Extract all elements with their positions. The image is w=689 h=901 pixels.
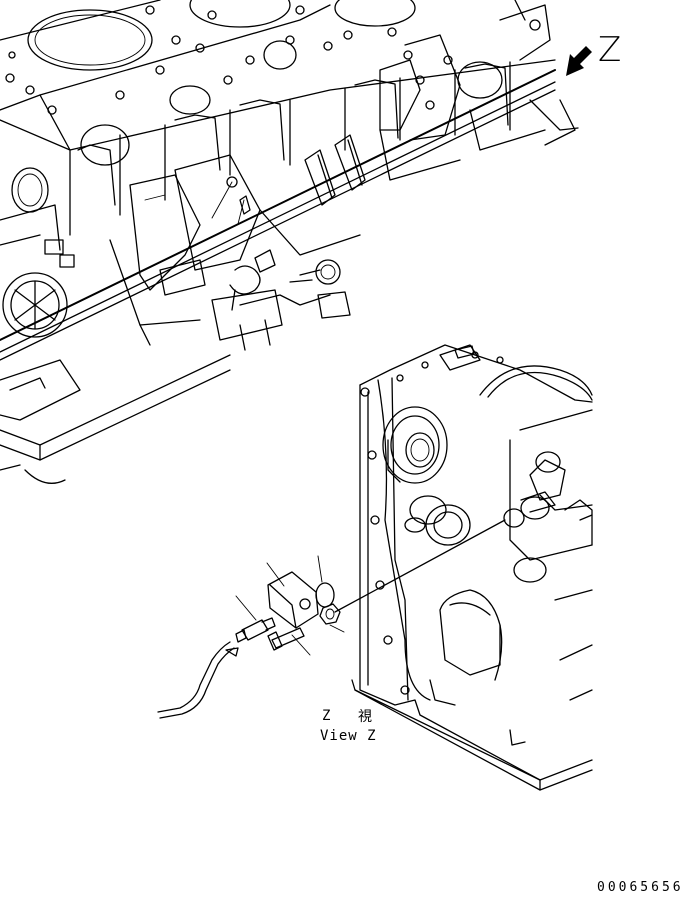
exploded-parts (157, 181, 506, 719)
direction-arrow-icon (566, 46, 592, 76)
view-direction-label: Z (598, 30, 622, 70)
view-caption-english: View Z (320, 728, 377, 744)
view-caption-letter: Z (322, 708, 331, 724)
assembly-centerline (334, 519, 506, 613)
view-caption-kanji: 視 (358, 709, 372, 725)
o-ring-part (315, 582, 335, 608)
figure-number: 00065656 (597, 880, 684, 895)
front-cover-housing (351, 344, 593, 791)
cylinder-block-upper (0, 0, 579, 484)
bolt-part (271, 627, 305, 649)
nut-part (319, 603, 341, 625)
bracket-part (267, 571, 319, 629)
sensor-harness (157, 641, 231, 713)
